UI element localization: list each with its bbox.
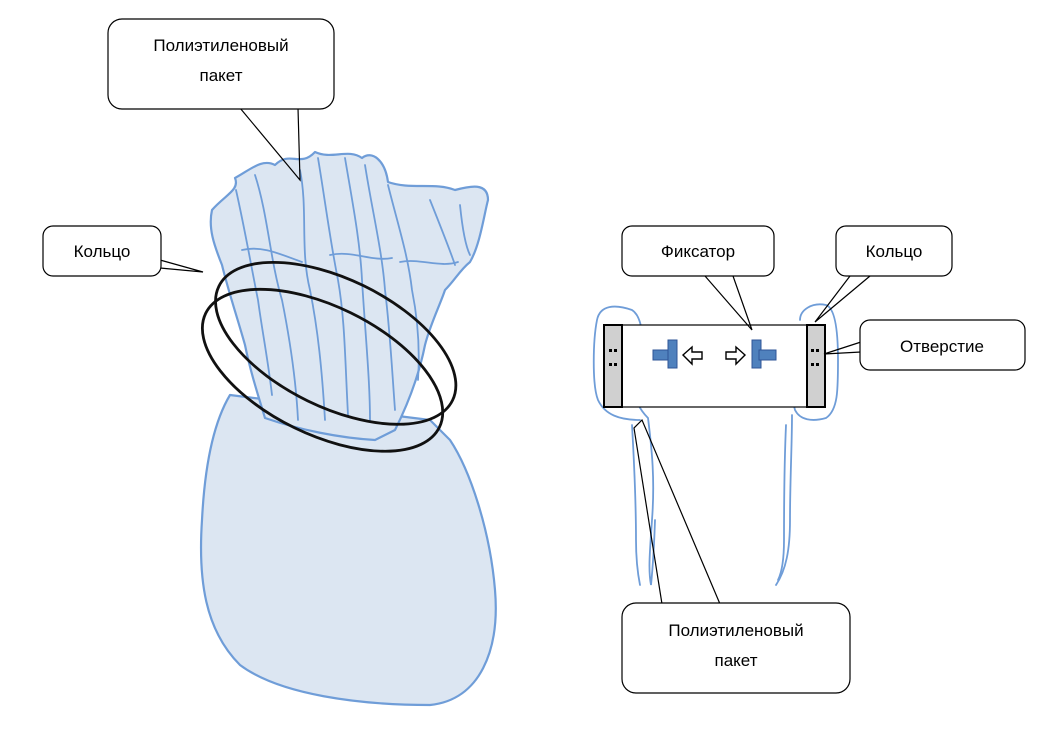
callout-ring-right-label: Кольцо [866,242,923,261]
arrow-left-icon [681,345,703,366]
callout-bag-left-line2: пакет [200,66,243,85]
bag-outline-left-inner [631,424,641,586]
callout-clamp: Фиксатор [621,225,775,331]
callout-ring-right: Кольцо [814,225,953,323]
latch-left [652,339,678,369]
ring [200,260,458,453]
callout-bag-left-line1: Полиэтиленовый [153,36,288,55]
bag-outline-right-tail [777,424,787,581]
bag-fold [429,199,456,266]
arrow-right-icon [725,345,747,366]
bag-fold [387,184,420,381]
hole-dots-right [811,349,819,366]
bag-outline-right [792,303,839,421]
bag-fold [364,164,396,411]
callout-ring-left-label: Кольцо [74,242,131,261]
callout-bag-right: Полиэтиленовый пакет [621,418,851,694]
clamp-body [603,324,825,408]
bag-fold [317,157,349,416]
clamp-endcap-left [603,324,623,408]
bag-fold [235,189,273,396]
bag-fold [399,260,459,265]
callout-bag-right-line2: пакет [715,651,758,670]
right-figure [592,303,839,586]
callout-clamp-label: Фиксатор [661,242,735,261]
callout-bag-right-line1: Полиэтиленовый [668,621,803,640]
callout-hole: Отверстие [823,319,1026,371]
left-figure [199,150,497,707]
callout-hole-label: Отверстие [900,337,984,356]
hole-dots-left [609,349,617,366]
latch-right [751,339,777,369]
bag-outline-right-inner [775,414,793,586]
bag-fold [241,247,303,263]
bag-fold [254,174,299,421]
bag-body [199,393,497,707]
bag-fold [299,169,326,421]
bag-fold [329,252,393,260]
bag-fold [344,157,371,421]
bag-fold [459,204,471,256]
callout-ring-left: Кольцо [42,225,204,277]
callout-bag-left: Полиэтиленовый пакет [107,18,335,182]
